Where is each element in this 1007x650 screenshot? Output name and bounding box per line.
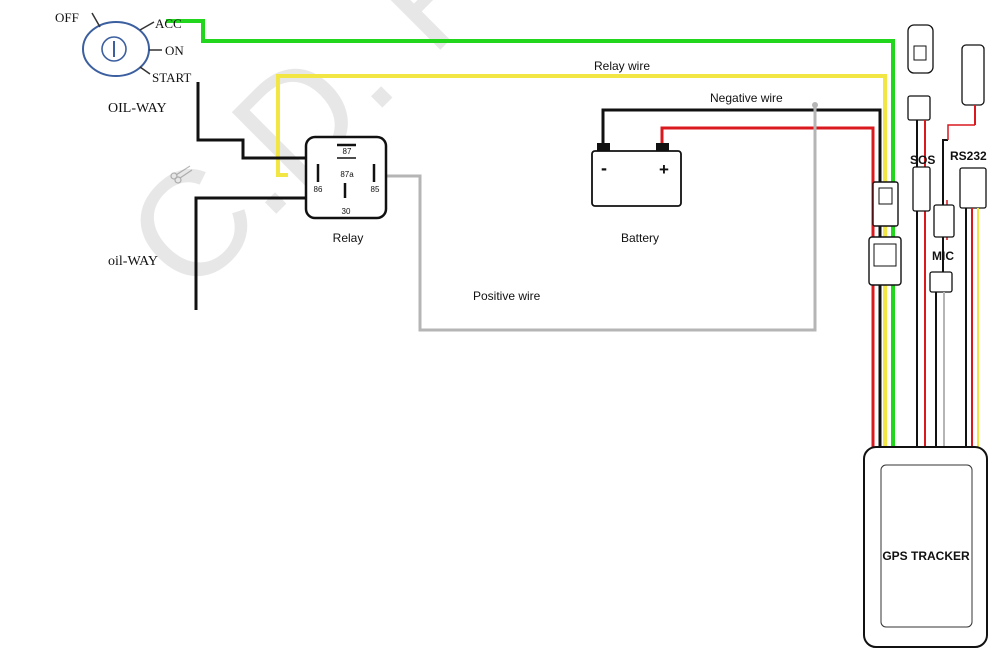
sos-button-assembly: SOS [907, 24, 935, 450]
relay-pin-85: 85 [371, 185, 380, 194]
relay-pin-87a: 87a [340, 170, 354, 179]
battery: - + Battery [591, 143, 682, 245]
ignition-switch: OFF ACC ON START [55, 10, 191, 85]
mic-connector [933, 204, 955, 238]
sos-plug [907, 95, 931, 121]
rs232-plug-head [961, 44, 985, 106]
oilway-bottom-label: oil-WAY [108, 254, 158, 269]
main-connector-bottom-inner [873, 243, 897, 267]
rs232-connector [959, 167, 987, 209]
mic-label: MIC [932, 249, 954, 263]
gps-tracker-panel [880, 464, 973, 628]
relay-pin-86: 86 [314, 185, 323, 194]
ignition-off-label: OFF [55, 10, 79, 25]
off-tick [91, 12, 101, 28]
positive-wire-gray [385, 105, 817, 332]
main-connector-bottom [868, 236, 902, 286]
oilway-top-label: OIL-WAY [108, 101, 167, 116]
battery-label: Battery [621, 231, 659, 245]
sos-label: SOS [910, 153, 935, 167]
gray-wire-joint [812, 102, 818, 108]
rs232-label: RS232 [950, 149, 987, 163]
mic-lead [942, 139, 948, 290]
battery-plus-sign: + [659, 160, 669, 179]
battery-body [591, 150, 682, 207]
battery-positive-terminal [656, 143, 669, 151]
main-harness-connector [868, 181, 902, 286]
positive-wire-label: Positive wire [473, 289, 541, 303]
gps-tracker: GPS TRACKER [863, 446, 988, 648]
relay-pin-87: 87 [343, 147, 352, 156]
relay-pin-30: 30 [342, 207, 351, 216]
scissors-icon [170, 165, 193, 184]
battery-minus-sign: - [601, 158, 607, 178]
gps-tracker-label: GPS TRACKER [882, 549, 970, 563]
start-tick [139, 66, 151, 75]
rs232-cable-run [947, 124, 975, 140]
acc-wire-green [166, 19, 895, 450]
ignition-acc-label: ACC [155, 16, 182, 31]
rs232-assembly: RS232 [947, 44, 987, 450]
ignition-on-label: ON [165, 43, 184, 58]
mic-plug [929, 271, 953, 293]
sos-connector [912, 166, 931, 212]
relay: 87 87a 86 85 30 Relay [304, 135, 388, 245]
negative-wire-label: Negative wire [710, 91, 783, 105]
sos-button-body [907, 24, 934, 74]
mic-assembly: MIC [929, 139, 955, 450]
ignition-start-label: START [152, 70, 191, 85]
positive-wire-red [660, 126, 875, 450]
sos-button-icon [913, 45, 927, 61]
relay-wire-label: Relay wire [594, 59, 650, 73]
main-connector-top-inner [878, 187, 893, 205]
relay-body [304, 135, 388, 220]
battery-negative-terminal [597, 143, 610, 151]
acc-tick [139, 21, 155, 31]
relay-label: Relay [333, 231, 364, 245]
